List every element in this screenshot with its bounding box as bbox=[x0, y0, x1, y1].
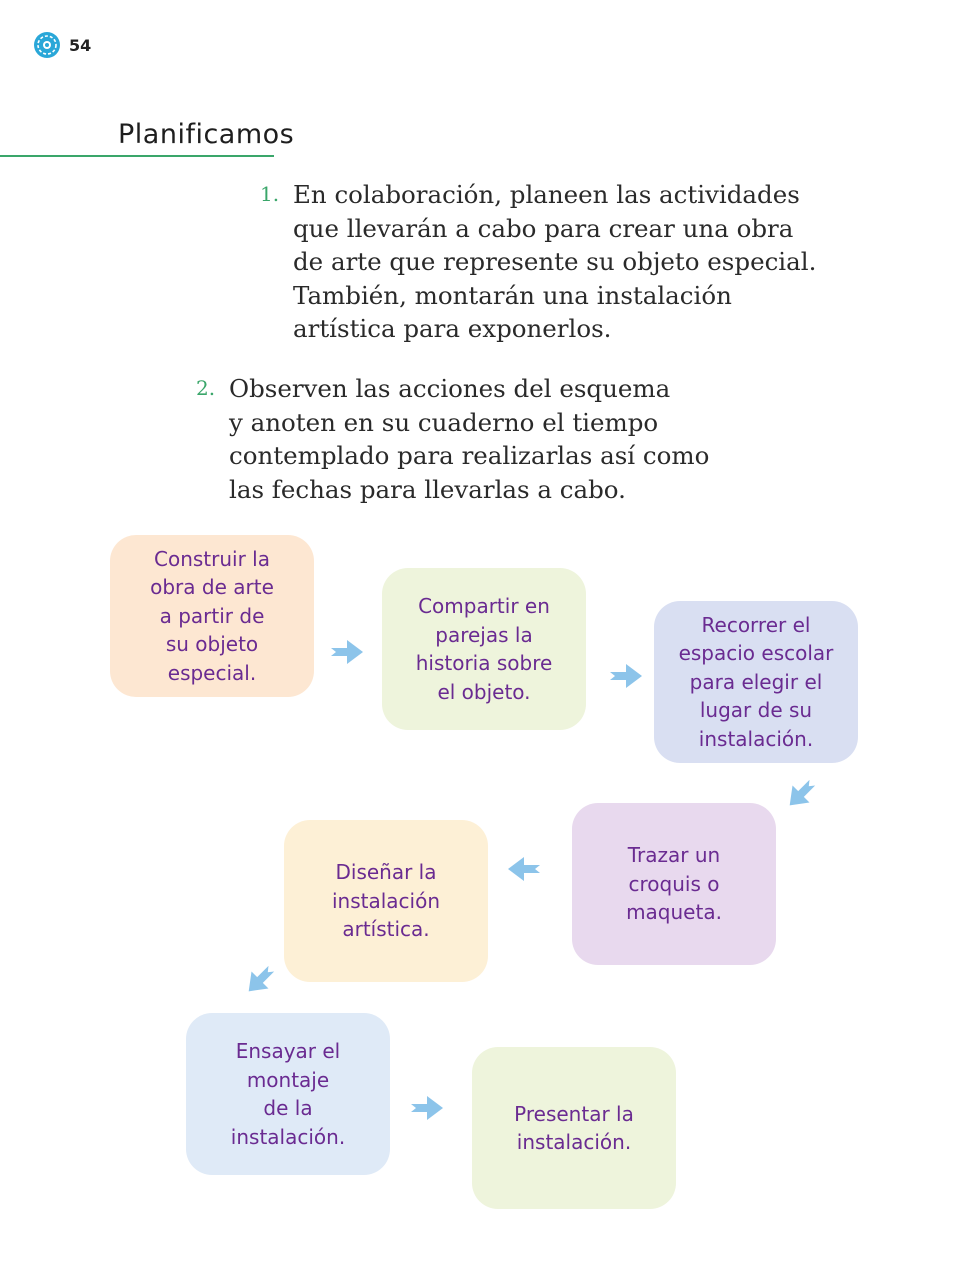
instruction-line: las fechas para llevarlas a cabo. bbox=[229, 474, 626, 504]
page-number-group: 54 bbox=[33, 31, 91, 59]
arrow-down-left-icon bbox=[248, 965, 275, 992]
instruction-line: artística para exponerlos. bbox=[293, 314, 612, 343]
arrow-right-icon bbox=[331, 640, 363, 664]
flow-step-1: Construir la obra de arte a partir de su… bbox=[110, 535, 314, 697]
flow-step-text: Recorrer el espacio escolar para elegir … bbox=[678, 612, 834, 751]
arrow-right-icon bbox=[610, 664, 642, 688]
flow-step-6: Ensayar el montaje de la instalación. bbox=[186, 1013, 390, 1175]
gear-flower-icon bbox=[34, 32, 60, 58]
instruction-line: de arte que represente su objeto especia… bbox=[293, 247, 817, 276]
section-title: Planificamos bbox=[118, 119, 295, 150]
flow-step-text: Diseñar la instalación artística. bbox=[331, 860, 441, 942]
instruction-text: Observen las acciones del esquema y anot… bbox=[229, 372, 709, 506]
flow-step-5: Diseñar la instalación artística. bbox=[284, 820, 488, 982]
instruction-number: 2. bbox=[196, 376, 216, 400]
arrow-right-icon bbox=[411, 1096, 443, 1120]
instruction-line: y anoten en su cuaderno el tiempo bbox=[229, 407, 659, 437]
page-number: 54 bbox=[69, 35, 92, 55]
flow-step-7: Presentar la instalación. bbox=[472, 1047, 676, 1209]
instruction-number: 1. bbox=[260, 182, 280, 206]
flow-step-2: Compartir en parejas la historia sobre e… bbox=[382, 568, 586, 730]
flow-step-3: Recorrer el espacio escolar para elegir … bbox=[654, 601, 858, 763]
arrow-down-left-icon bbox=[789, 779, 816, 806]
instruction-line: En colaboración, planeen las actividades bbox=[293, 180, 800, 209]
flow-step-text: Presentar la instalación. bbox=[514, 1101, 634, 1155]
flow-step-text: Ensayar el montaje de la instalación. bbox=[230, 1039, 346, 1149]
flow-step-4: Trazar un croquis o maqueta. bbox=[572, 803, 776, 965]
instruction-line: contemplado para realizarlas así como bbox=[229, 441, 710, 470]
instruction-line: que llevarán a cabo para crear una obra bbox=[293, 213, 794, 243]
flow-step-text: Compartir en parejas la historia sobre e… bbox=[415, 594, 553, 704]
instruction-text: En colaboración, planeen las actividades… bbox=[293, 178, 816, 346]
arrow-left-icon bbox=[508, 857, 540, 881]
flow-step-text: Trazar un croquis o maqueta. bbox=[626, 843, 722, 925]
title-underline bbox=[0, 155, 274, 157]
flow-step-text: Construir la obra de arte a partir de su… bbox=[150, 546, 274, 685]
instruction-line: Observen las acciones del esquema bbox=[229, 374, 671, 403]
instruction-line: También, montarán una instalación bbox=[293, 280, 732, 310]
